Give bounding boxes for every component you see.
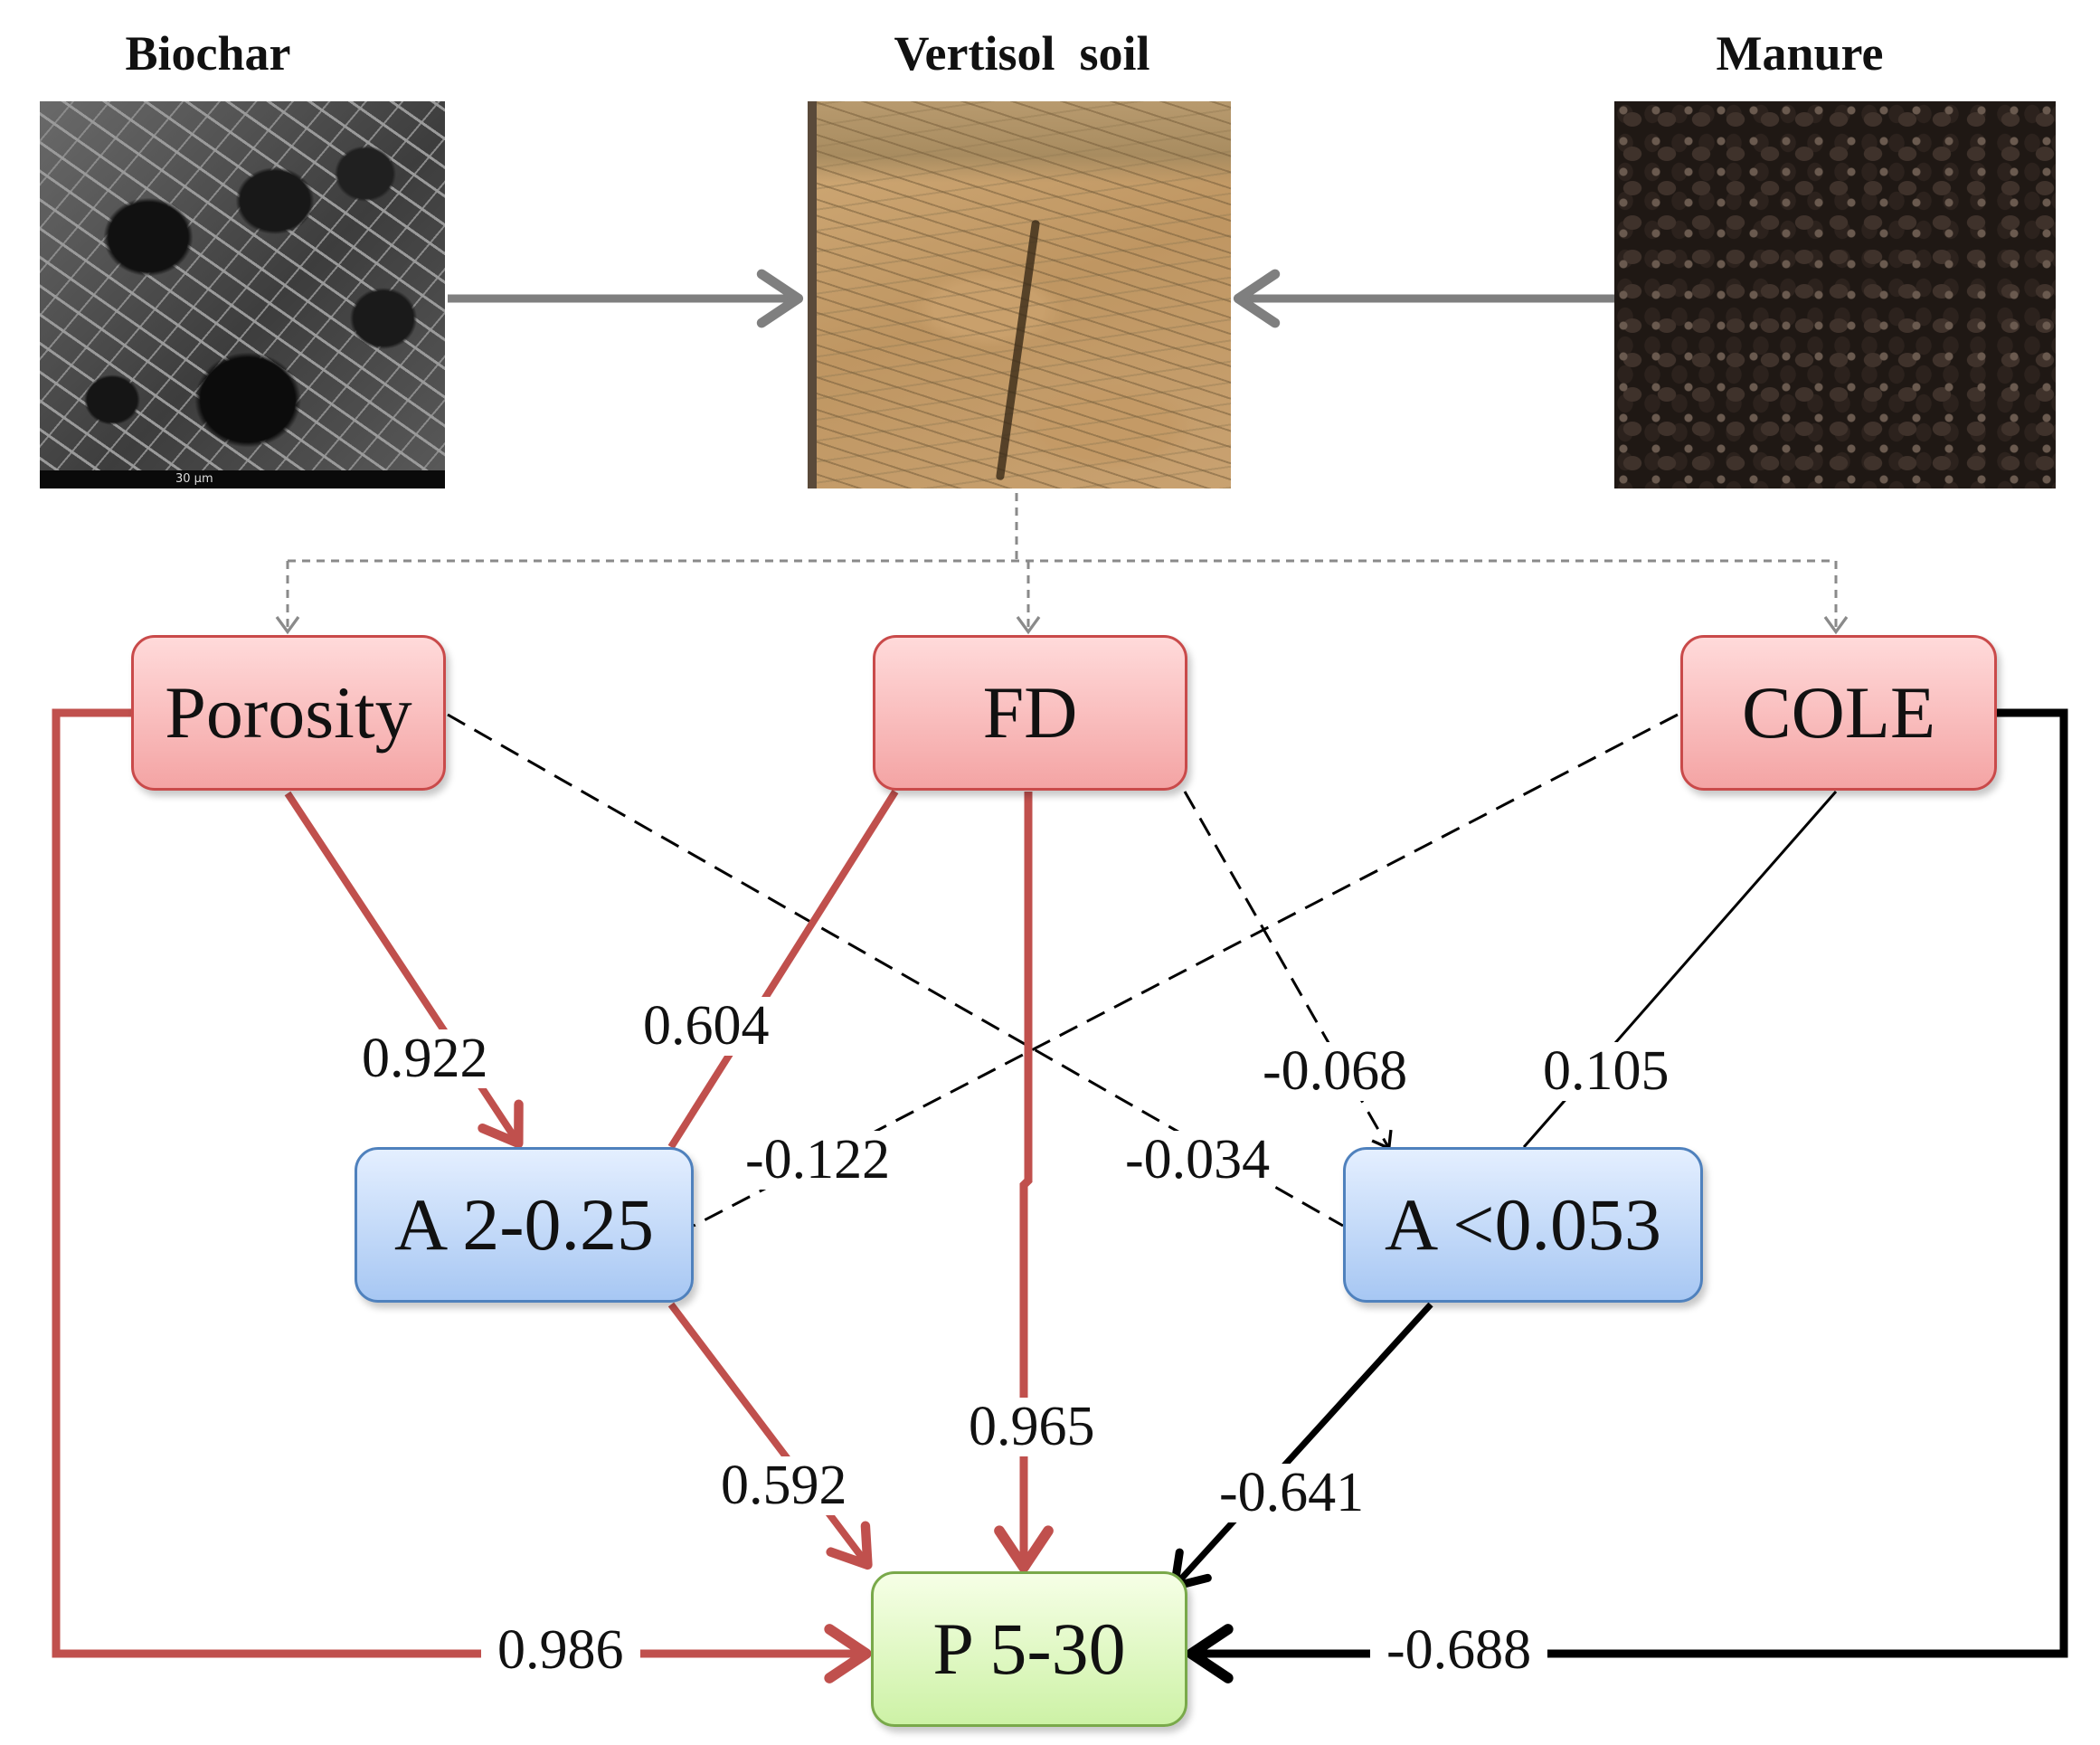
soil-edge	[808, 101, 817, 488]
coef-cole-a-large: -0.122	[740, 1130, 896, 1190]
coef-fd-a-large: 0.604	[638, 996, 775, 1057]
coef-porosity-a-small: -0.034	[1120, 1130, 1276, 1190]
node-cole: COLE	[1680, 635, 1997, 791]
node-a-2-0-25: A 2-0.25	[355, 1147, 694, 1303]
path-porosity-a-small	[447, 713, 1344, 1228]
path-a-small-p	[1170, 1302, 1433, 1591]
coef-a-small-p: -0.641	[1214, 1463, 1370, 1523]
path-fd-p	[994, 792, 1054, 1573]
path-cole-p	[1186, 708, 2068, 1683]
node-a-lt-0-053: A <0.053	[1343, 1147, 1703, 1303]
path-a-large-p	[667, 1302, 873, 1570]
sem-scale-label: 30 μm	[175, 472, 213, 486]
coef-porosity-p: 0.986	[481, 1620, 640, 1681]
biochar-sem-image: 30 μm	[40, 101, 445, 488]
sem-info-bar: 30 μm	[40, 470, 445, 488]
header-biochar: Biochar	[125, 26, 291, 81]
coef-porosity-a-large: 0.922	[356, 1029, 494, 1089]
coef-cole-a-small: 0.105	[1537, 1041, 1675, 1102]
coef-fd-a-small: -0.068	[1257, 1041, 1414, 1102]
path-porosity-a-large	[284, 791, 524, 1149]
coef-a-large-p: 0.592	[715, 1456, 853, 1516]
header-manure: Manure	[1716, 26, 1884, 81]
node-fd: FD	[873, 635, 1187, 791]
vertisol-soil-image	[808, 101, 1231, 488]
path-porosity-p	[52, 708, 872, 1683]
soil-branch-lines	[275, 493, 1849, 635]
header-vertisol-soil: Vertisol soil	[894, 26, 1150, 81]
coef-cole-p: -0.688	[1370, 1620, 1548, 1681]
node-porosity: Porosity	[131, 635, 446, 791]
coef-fd-p: 0.965	[963, 1397, 1101, 1457]
manure-pellets-image	[1614, 101, 2056, 488]
path-fd-a-large	[667, 789, 899, 1150]
soil-crack	[995, 219, 1041, 481]
node-p-5-30: P 5-30	[871, 1571, 1187, 1727]
